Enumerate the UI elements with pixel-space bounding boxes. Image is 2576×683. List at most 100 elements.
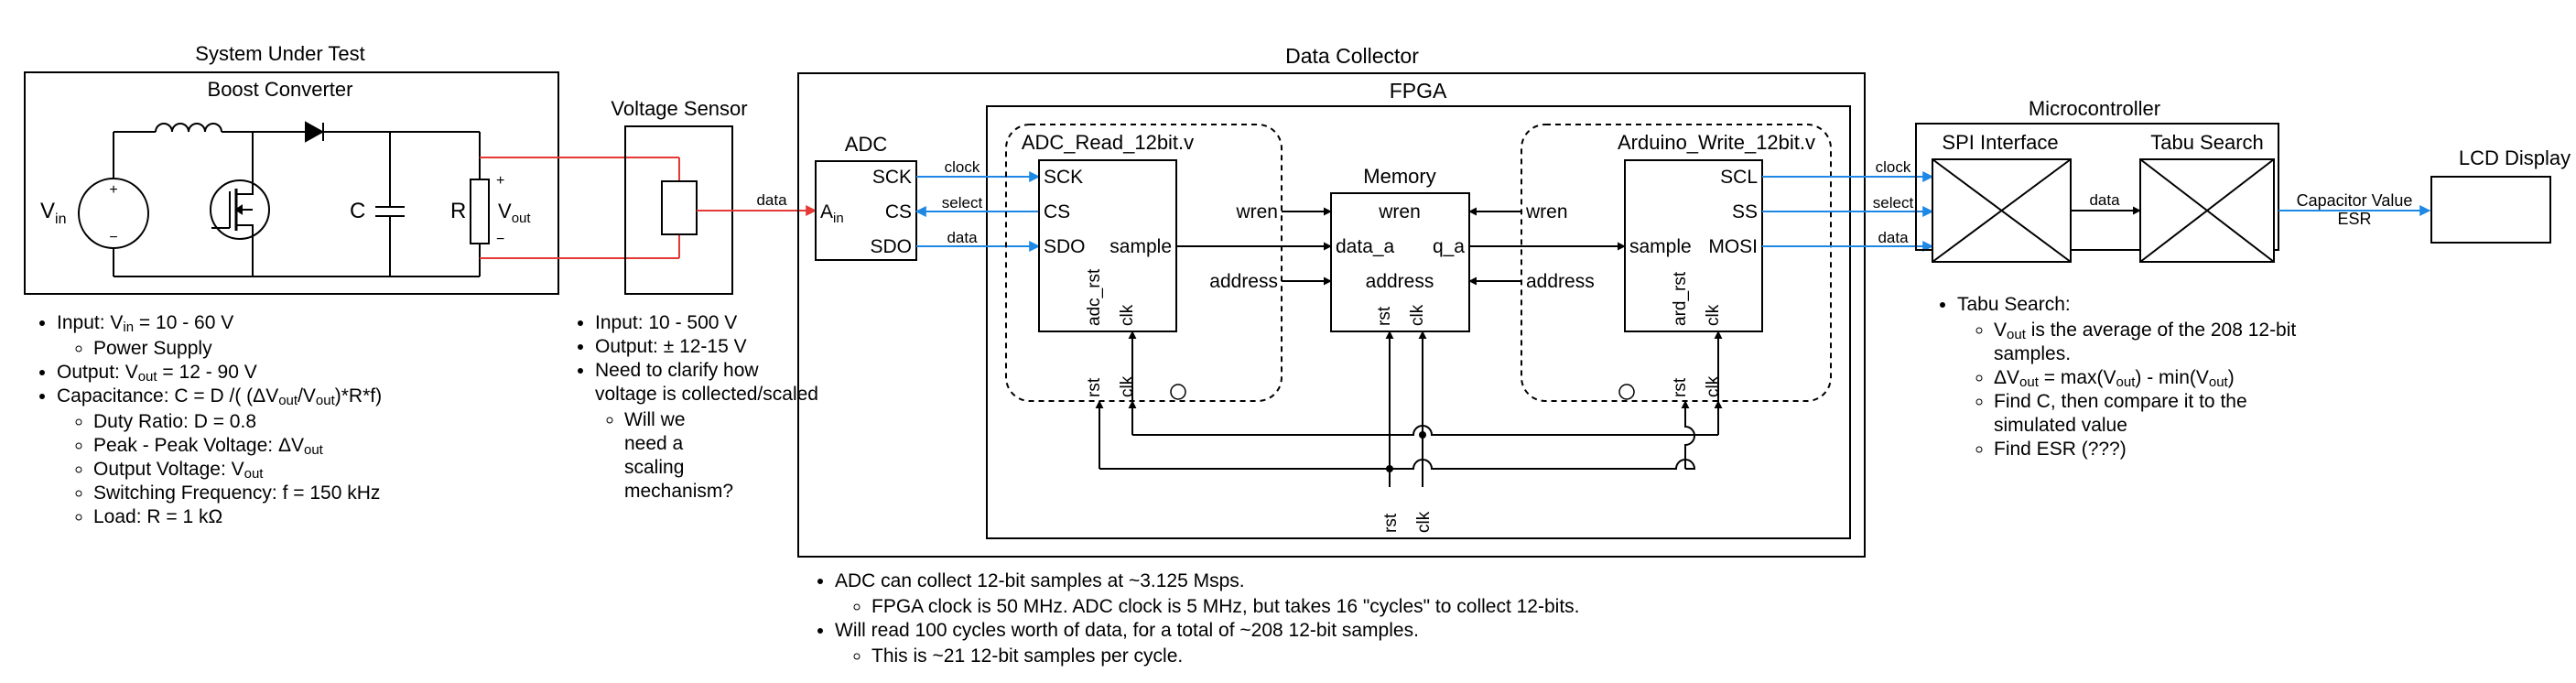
adc-read-ext-rst: rst — [1085, 377, 1104, 397]
memory-pin-wren: wren — [1378, 201, 1421, 222]
sut-note-peak-peak: Peak - Peak Voltage: ΔVout — [93, 434, 569, 458]
vin-label: Vin — [40, 199, 66, 227]
memory-pin-q-a: q_a — [1433, 236, 1465, 257]
microcontroller-box — [1915, 123, 2279, 251]
adc-read-pin-adc-rst: adc_rst — [1085, 268, 1104, 326]
data-collector-notes: ADC can collect 12-bit samples at ~3.125… — [809, 569, 1933, 668]
mcu-note-find-c: Find C, then compare it to the simulated… — [1994, 390, 2323, 438]
resistor-label: R — [450, 199, 466, 223]
source-plus: + — [109, 182, 117, 198]
fpga-box — [986, 105, 1851, 539]
memory-title: Memory — [1363, 165, 1435, 188]
sensor-note-input: Input: 10 - 500 V — [595, 311, 824, 335]
mcu-note-find-esr: Find ESR (???) — [1994, 438, 2323, 461]
arduino-write-pin-clk: clk — [1704, 304, 1723, 326]
adc-read-pin-sdo: SDO — [1044, 236, 1086, 257]
capacitor-label: C — [350, 199, 365, 223]
boost-converter-box — [24, 71, 559, 295]
inductor-symbol — [155, 123, 222, 133]
capacitor-value-label: Capacitor Value — [2297, 191, 2413, 210]
lcd-title: LCD Display — [2459, 146, 2571, 169]
mcu-note-vout: Vout is the average of the 208 12-bit sa… — [1994, 319, 2323, 366]
rst-input-label: rst — [1381, 513, 1401, 533]
wren-right-label: wren — [1525, 201, 1568, 222]
voltage-sensor-title: Voltage Sensor — [611, 97, 747, 120]
clk-junction — [1419, 431, 1426, 439]
sut-note-output: Output: Vout = 12 - 90 V — [57, 361, 569, 385]
adc-title: ADC — [845, 133, 888, 156]
data-collector-box — [797, 72, 1866, 558]
address-right-label: address — [1526, 271, 1595, 292]
adc-read-pin-clk: clk — [1118, 304, 1137, 326]
arduino-write-pin-ss: SS — [1732, 201, 1758, 222]
memory-pin-rst: rst — [1375, 306, 1394, 326]
adc-read-pin-sample: sample — [1109, 236, 1172, 257]
sut-note-duty: Duty Ratio: D = 0.8 — [93, 410, 569, 434]
arduino-write-title: Arduino_Write_12bit.v — [1618, 131, 1815, 154]
sut-note-capacitance: Capacitance: C = D /( (ΔVout/Vout)*R*f) … — [57, 385, 569, 529]
dc-note-adc-collect: ADC can collect 12-bit samples at ~3.125… — [835, 569, 1933, 619]
adc-pin-cs: CS — [885, 201, 912, 222]
sut-note-switching: Switching Frequency: f = 150 kHz — [93, 482, 569, 505]
boost-converter-circuit — [78, 121, 490, 277]
esr-label: ESR — [2337, 210, 2371, 228]
arduino-write-rotate-handle — [1618, 384, 1635, 400]
sensor-data-label: data — [756, 191, 787, 209]
memory-pin-address: address — [1366, 271, 1434, 292]
arduino-write-pin-ard-rst: ard_rst — [1671, 271, 1690, 326]
sut-note-power-supply: Power Supply — [93, 337, 569, 361]
source-minus: − — [109, 230, 117, 245]
adc-box — [815, 160, 917, 261]
sut-notes: Input: Vin = 10 - 60 V Power Supply Outp… — [31, 311, 569, 529]
adc-read-ext-clk: clk — [1118, 375, 1137, 397]
sensor-resistor-symbol — [661, 180, 698, 235]
vout-minus: − — [496, 232, 504, 247]
dc-note-fpga-clock: FPGA clock is 50 MHz. ADC clock is 5 MHz… — [871, 595, 1933, 619]
mcu-data-label: data — [1878, 229, 1909, 246]
boost-converter-title: Boost Converter — [208, 78, 353, 101]
wren-left-label: wren — [1235, 201, 1278, 222]
adc-pin-sdo: SDO — [870, 236, 912, 257]
dc-note-per-cycle: This is ~21 12-bit samples per cycle. — [871, 645, 1933, 668]
diode-symbol — [305, 121, 325, 143]
adc-pin-ain: Ain — [820, 201, 844, 226]
memory-block — [1330, 192, 1470, 332]
memory-pin-data-a: data_a — [1336, 236, 1395, 257]
arduino-write-pin-mosi: MOSI — [1708, 236, 1758, 257]
arduino-write-dashed-boundary — [1521, 124, 1832, 402]
microcontroller-title: Microcontroller — [2029, 97, 2160, 120]
adc-select-label: select — [942, 194, 983, 211]
sensor-note-output: Output: ± 12-15 V — [595, 335, 824, 359]
sensor-notes: Input: 10 - 500 V Output: ± 12-15 V Need… — [569, 311, 824, 504]
mcu-note-tabu: Tabu Search: Vout is the average of the … — [1957, 293, 2323, 461]
arduino-write-ext-clk: clk — [1704, 375, 1723, 397]
arduino-write-pin-sample: sample — [1629, 236, 1692, 257]
tabu-search-title: Tabu Search — [2150, 131, 2264, 154]
mosfet-symbol — [210, 179, 270, 240]
mcu-select-label: select — [1873, 194, 1914, 211]
sut-note-output-voltage: Output Voltage: Vout — [93, 458, 569, 482]
adc-read-dashed-boundary — [1005, 124, 1283, 402]
arduino-write-pin-scl: SCL — [1720, 167, 1758, 188]
lcd-display-box — [2430, 176, 2551, 244]
adc-spi-wires — [915, 171, 1041, 252]
adc-read-pin-cs: CS — [1044, 201, 1070, 222]
address-left-label: address — [1209, 271, 1278, 292]
fpga-title: FPGA — [1390, 79, 1447, 103]
sensor-connection-wires — [480, 157, 680, 259]
spi-tabu-data-label: data — [2089, 191, 2120, 209]
sut-note-load: Load: R = 1 kΩ — [93, 505, 569, 529]
adc-clock-label: clock — [945, 158, 980, 176]
rst-junction — [1386, 465, 1393, 472]
adc-read-rotate-handle — [1170, 384, 1186, 400]
arduino-write-ext-rst: rst — [1671, 377, 1690, 397]
sut-note-input: Input: Vin = 10 - 60 V Power Supply — [57, 311, 569, 361]
fpga-internal-wires — [1095, 207, 1723, 487]
spi-interface-title: SPI Interface — [1942, 131, 2058, 154]
mcu-note-delta-v: ΔVout = max(Vout) - min(Vout) — [1994, 366, 2323, 390]
adc-data-label: data — [947, 229, 978, 246]
adc-read-block — [1038, 159, 1177, 332]
sut-group-title: System Under Test — [195, 42, 364, 65]
vout-label: Vout — [498, 200, 531, 226]
